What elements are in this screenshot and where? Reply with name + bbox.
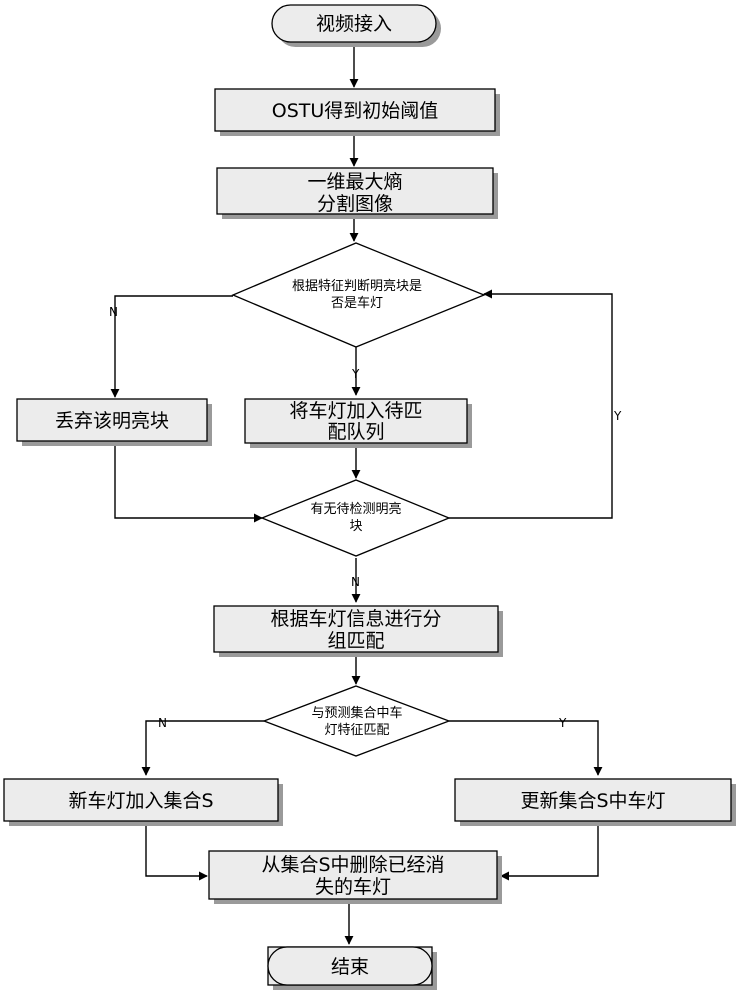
remaining-label-line2: 块 (349, 519, 362, 534)
end-node: 结束 (268, 947, 437, 990)
arrow-predict-yes-to-update (449, 721, 598, 775)
entropy-node: 一维最大熵 分割图像 (217, 168, 498, 219)
delete-light-label-line1: 从集合S中删除已经消 (261, 854, 444, 876)
arrow-new-to-delete (146, 823, 207, 876)
arrow-judge-no-to-discard (115, 296, 233, 397)
group-match-node: 根据车灯信息进行分 组匹配 (214, 606, 503, 657)
judge-label-line2: 否是车灯 (331, 295, 383, 311)
new-light-label: 新车灯加入集合S (68, 790, 213, 812)
ostu-label: OSTU得到初始阈值 (272, 100, 439, 122)
start-label: 视频接入 (316, 13, 392, 35)
judge-decision: 根据特征判断明亮块是 否是车灯 (233, 243, 484, 347)
ostu-node: OSTU得到初始阈值 (215, 89, 500, 136)
add-queue-label-line2: 配队列 (327, 421, 384, 443)
discard-label: 丢弃该明亮块 (55, 410, 169, 432)
predict-match-label-line1: 与预测集合中车 (311, 705, 402, 721)
delete-light-node: 从集合S中删除已经消 失的车灯 (209, 851, 502, 904)
judge-label-line1: 根据特征判断明亮块是 (292, 278, 422, 294)
remaining-no-label: N (351, 575, 360, 589)
arrow-remaining-yes-loop (449, 294, 612, 518)
remaining-label-line1: 有无待检测明亮 (310, 501, 401, 517)
arrow-update-to-delete (501, 823, 598, 876)
predict-no-label: N (158, 716, 167, 730)
end-label: 结束 (331, 956, 369, 978)
update-light-label: 更新集合S中车灯 (520, 790, 665, 812)
group-match-label-line1: 根据车灯信息进行分 (270, 608, 441, 630)
add-queue-label-line1: 将车灯加入待匹 (289, 400, 422, 422)
delete-light-label-line2: 失的车灯 (315, 876, 391, 898)
add-queue-node: 将车灯加入待匹 配队列 (245, 399, 472, 448)
judge-yes-label: Y (351, 367, 360, 381)
group-match-label-line2: 组匹配 (327, 630, 384, 652)
predict-match-decision: 与预测集合中车 灯特征匹配 (264, 686, 449, 756)
entropy-label-line2: 分割图像 (317, 193, 393, 215)
update-light-node: 更新集合S中车灯 (455, 779, 736, 826)
predict-yes-label: Y (558, 716, 567, 730)
judge-no-label: N (109, 305, 118, 319)
arrow-discard-to-remaining (115, 442, 262, 518)
predict-match-label-line2: 灯特征匹配 (324, 723, 389, 738)
start-node: 视频接入 (272, 5, 441, 47)
entropy-label-line1: 一维最大熵 (307, 171, 402, 193)
remaining-yes-label: Y (613, 409, 622, 423)
discard-node: 丢弃该明亮块 (17, 399, 212, 446)
new-light-node: 新车灯加入集合S (4, 779, 283, 826)
remaining-decision: 有无待检测明亮 块 (262, 480, 449, 556)
